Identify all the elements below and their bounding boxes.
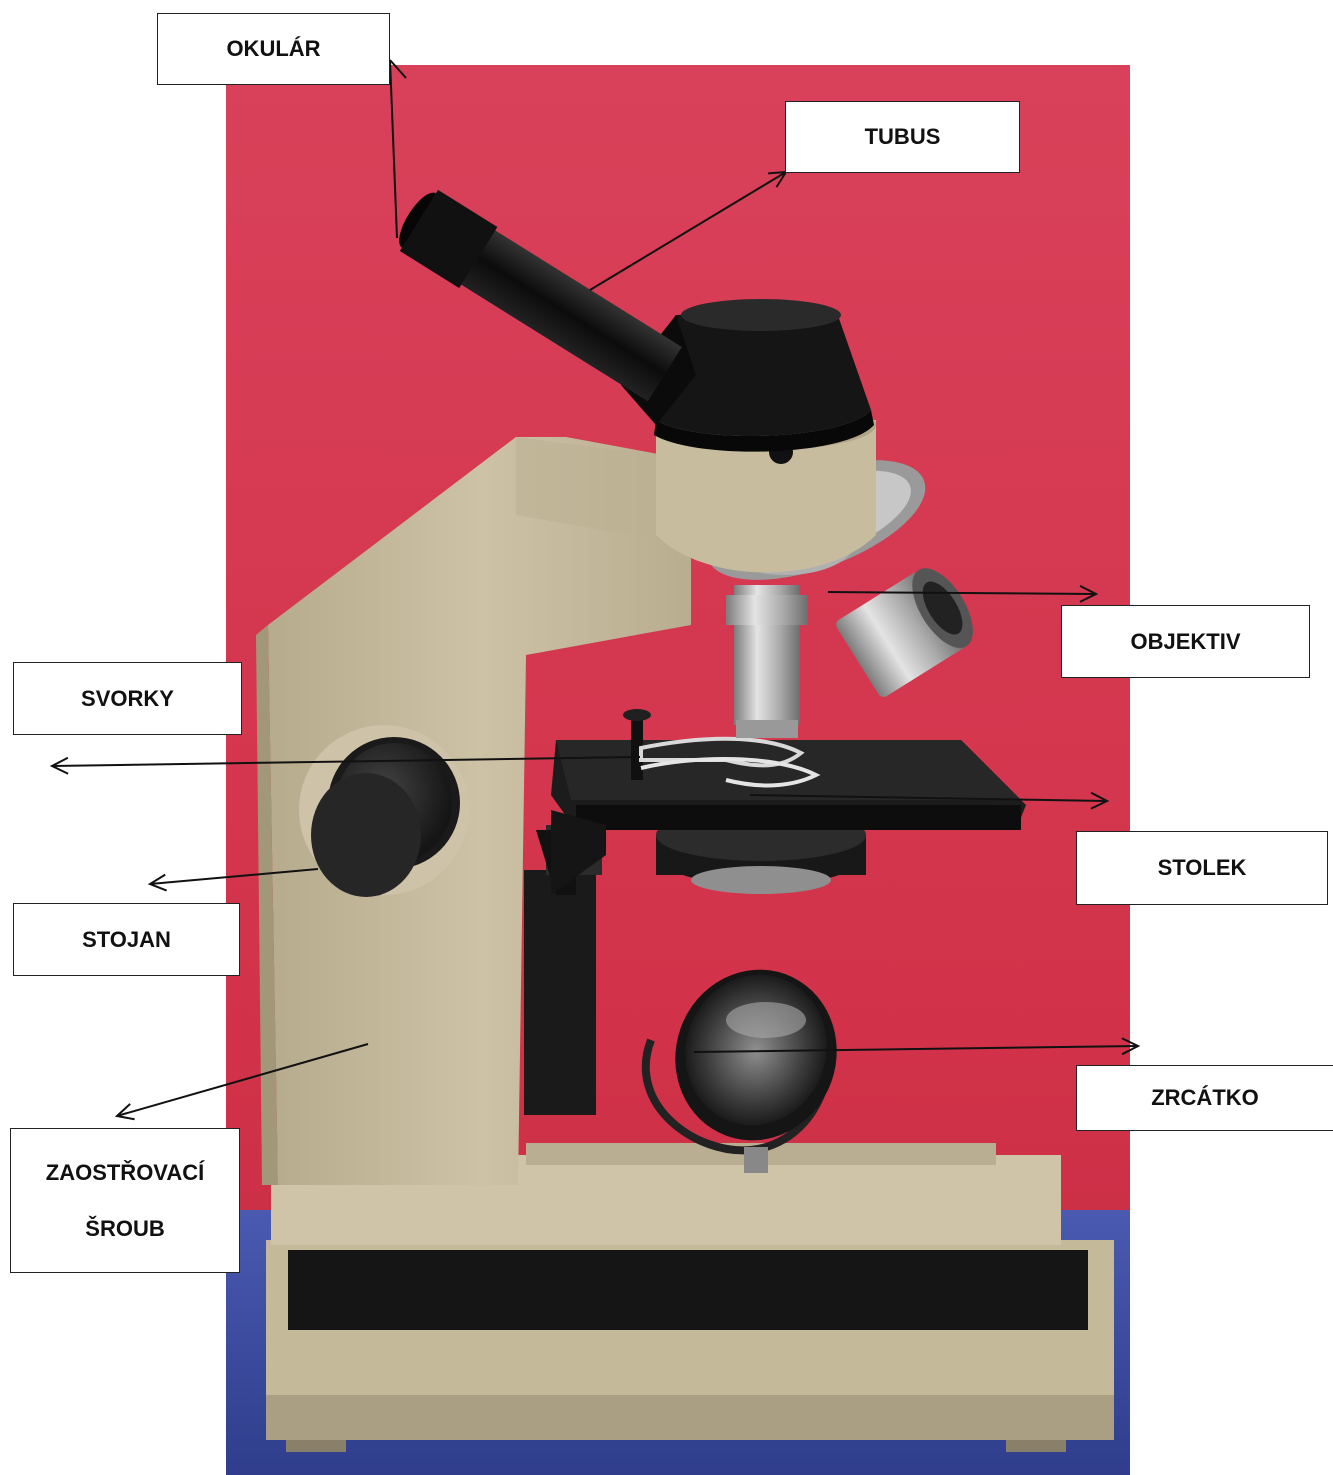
label-stojan: STOJAN (13, 903, 240, 976)
label-okular-text: OKULÁR (226, 38, 320, 60)
label-stolek: STOLEK (1076, 831, 1328, 905)
label-zaostrovaci-line1: ZAOSTŘOVACÍ (46, 1162, 204, 1184)
label-objektiv: OBJEKTIV (1061, 605, 1310, 678)
label-zrcatko-text: ZRCÁTKO (1151, 1087, 1259, 1109)
label-zaostrovaci-line2: ŠROUB (85, 1218, 164, 1240)
label-stojan-text: STOJAN (82, 929, 171, 951)
label-tubus-text: TUBUS (865, 126, 941, 148)
label-zrcatko: ZRCÁTKO (1076, 1065, 1333, 1131)
label-svorky-text: SVORKY (81, 688, 174, 710)
focus-rack (524, 870, 596, 1115)
microscope-photo (226, 65, 1130, 1475)
label-okular: OKULÁR (157, 13, 390, 85)
microscope-base (266, 1143, 1114, 1452)
label-svorky: SVORKY (13, 662, 242, 735)
label-objektiv-text: OBJEKTIV (1130, 631, 1240, 653)
label-tubus: TUBUS (785, 101, 1020, 173)
microscope-illustration (226, 65, 1130, 1475)
label-stolek-text: STOLEK (1158, 857, 1247, 879)
label-zaostrovaci-sroub: ZAOSTŘOVACÍ ŠROUB (10, 1128, 240, 1273)
